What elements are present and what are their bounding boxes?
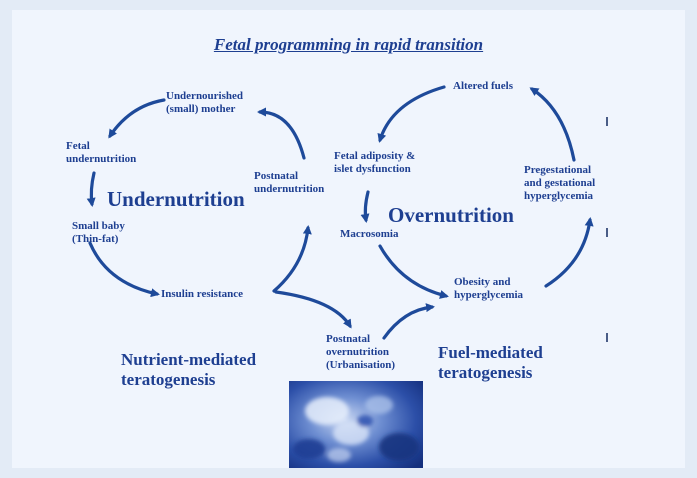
diagram-title: Fetal programming in rapid transition — [213, 35, 484, 54]
edge-tick — [606, 228, 608, 237]
arrow-insulin-to-postnatal — [272, 225, 312, 293]
altered-fuels-label: Altered fuels — [453, 80, 513, 92]
arrow-insulin-to-postnatal-overnutrition — [274, 290, 352, 329]
arrow-macrosomia-to-obesity — [378, 244, 449, 299]
overnutrition-center-label: Overnutrition — [388, 203, 514, 227]
slide: Fetal programming in rapid transition Un… — [12, 10, 685, 468]
arrow-obesity-to-pregestational — [544, 217, 594, 288]
cycle-arrows-diagram — [86, 85, 594, 340]
arrow-altered-fuels-to-fetal-adiposity — [377, 85, 446, 143]
fetal-adiposity-label: Fetal adiposity & islet dysfunction — [334, 150, 416, 175]
obesity-hyperglycemia-label: Obesity and hyperglycemia — [454, 276, 524, 301]
insulin-resistance-label: Insulin resistance — [161, 288, 244, 300]
edge-tick — [606, 333, 608, 342]
arrow-pregestational-to-altered-fuels — [529, 87, 576, 162]
macrosomia-label: Macrosomia — [340, 228, 399, 240]
pregestational-label: Pregestational and gestational hyperglyc… — [524, 164, 596, 202]
fuel-mediated-label: Fuel-mediated teratogenesis — [438, 343, 543, 382]
arrow-fetal-to-smallbaby — [86, 171, 96, 207]
nutrient-mediated-label: Nutrient-mediated teratogenesis — [121, 350, 257, 389]
arrow-postnatal-overnutrition-to-obesity — [382, 303, 435, 340]
undernourished-mother-label: Undernourished (small) mother — [166, 90, 244, 115]
fetal-undernutrition-label: Fetal undernutrition — [66, 140, 137, 165]
arrow-fetal-adiposity-to-macrosomia — [360, 190, 370, 223]
arrow-mother-to-fetal — [108, 98, 166, 139]
edge-tick — [606, 117, 608, 126]
fetus-photo — [289, 381, 423, 468]
postnatal-overnutrition-label: Postnatal overnutrition (Urbanisation) — [326, 333, 396, 371]
small-baby-label: Small baby (Thin-fat) — [72, 220, 125, 245]
arrow-smallbaby-to-insulin — [88, 241, 160, 298]
undernutrition-center-label: Undernutrition — [107, 187, 245, 211]
postnatal-undernutrition-label: Postnatal undernutrition — [254, 170, 325, 195]
arrow-postnatal-to-mother — [257, 107, 306, 160]
